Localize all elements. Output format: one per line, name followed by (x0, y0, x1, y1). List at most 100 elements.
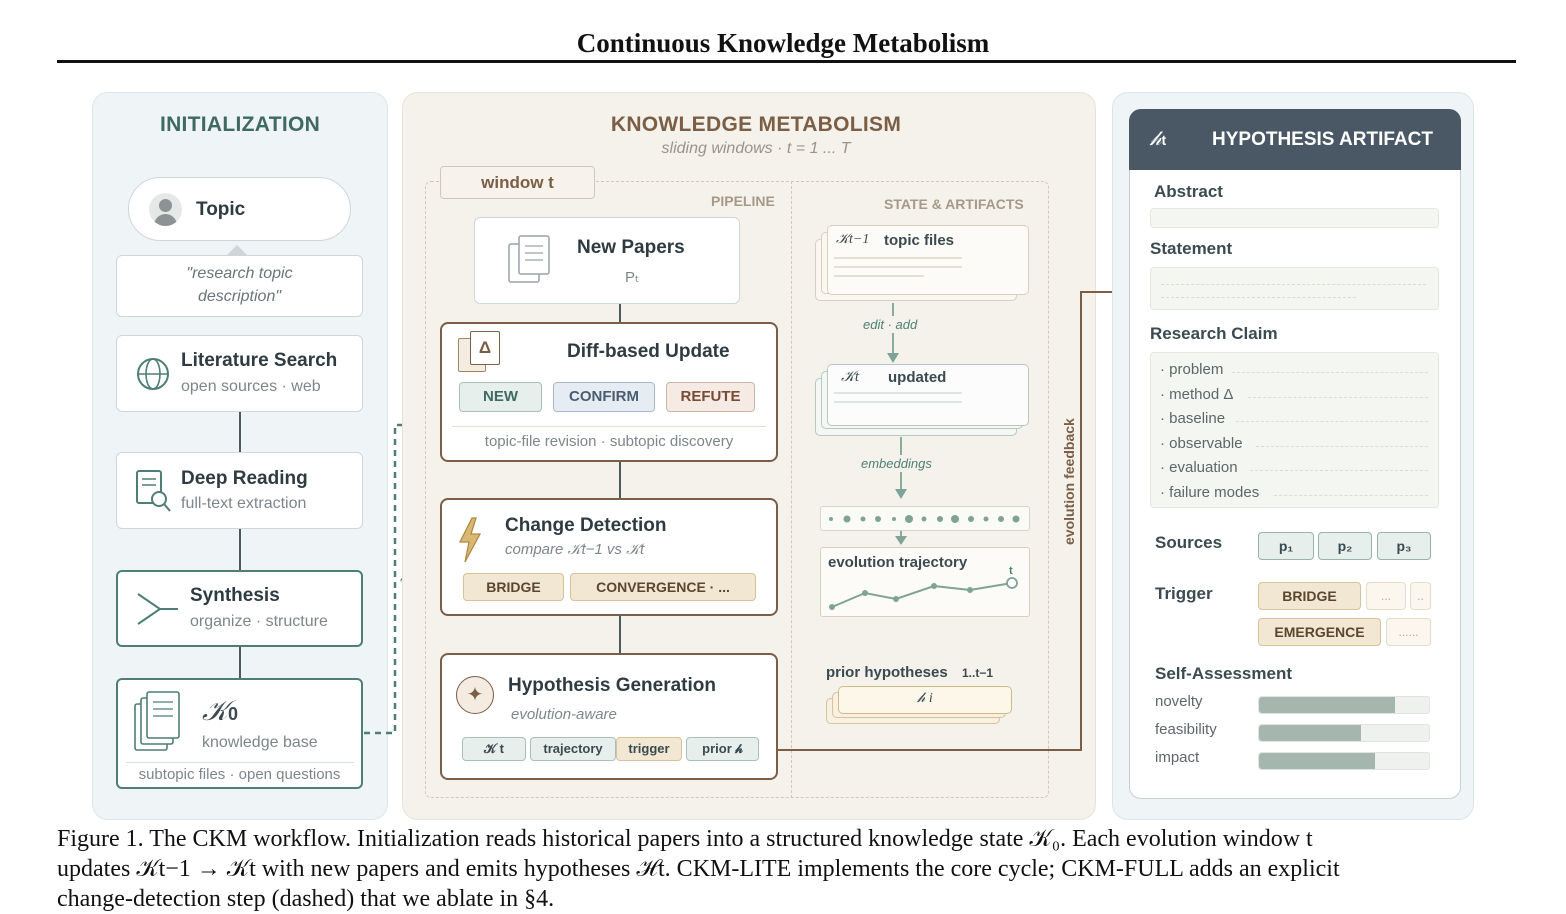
trigger-more-2: .. (1410, 582, 1431, 610)
topic-label: Topic (196, 199, 246, 220)
statement-placeholder (1150, 267, 1439, 310)
merge-icon (137, 593, 178, 625)
deep-reading-sub: full-text extraction (181, 495, 307, 512)
new-papers-sub: Pₜ (625, 269, 640, 286)
state-artifacts-label: STATE & ARTIFACTS (884, 196, 1024, 212)
claim-method: · method Δ (1160, 386, 1234, 403)
source-p2: p₂ (1318, 532, 1372, 560)
tag-new: NEW (459, 382, 542, 412)
trigger-label: Trigger (1155, 584, 1213, 603)
chip-prior: prior 𝒽 (686, 737, 759, 761)
literature-search-sub: open sources · web (181, 378, 321, 395)
claim-evaluation: · evaluation (1160, 459, 1238, 476)
chip-trigger: trigger (616, 737, 682, 761)
pipeline-label: PIPELINE (711, 193, 775, 209)
trigger-more-1: ... (1366, 582, 1406, 610)
text-line (834, 275, 924, 277)
diff-update-title: Diff-based Update (567, 341, 730, 362)
caption-line-3: change-detection step (dashed) that we a… (57, 886, 555, 912)
edit-add-label: edit · add (857, 316, 924, 333)
source-p1: p₁ (1258, 532, 1314, 560)
papers-icon (508, 235, 550, 283)
metric-feasibility-fill (1259, 725, 1361, 741)
text-line (834, 257, 962, 259)
hypothesis-generation-title: Hypothesis Generation (508, 675, 716, 696)
trigger-bridge: BRIDGE (1258, 582, 1361, 610)
updated-card (827, 364, 1029, 426)
topic-files-k: 𝒦t−1 (836, 232, 870, 247)
prior-range-label: 1..t−1 (962, 666, 994, 680)
knowledge-base-footer: subtopic files · open questions (138, 766, 341, 783)
metric-feasibility-label: feasibility (1155, 721, 1217, 738)
evolution-feedback-arrow (778, 286, 1129, 751)
speech-pointer (227, 245, 247, 255)
trajectory-card (820, 547, 1030, 617)
metric-feasibility-bar (1258, 724, 1430, 742)
claim-problem: · problem (1160, 361, 1224, 378)
stacked-files-icon (134, 691, 180, 751)
change-detection-sub: compare 𝒦t−1 vs 𝒦t (505, 541, 645, 558)
trajectory-t-label: t (1009, 565, 1013, 577)
claim-failure-modes: · failure modes (1160, 484, 1260, 501)
metric-novelty-bar (1258, 696, 1430, 714)
user-icon (149, 193, 182, 226)
self-assessment-label: Self-Assessment (1155, 664, 1293, 683)
connector (619, 304, 621, 322)
window-frame (425, 181, 1049, 798)
arrow-trajectory (895, 531, 907, 545)
claim-observable: · observable (1160, 435, 1243, 452)
artifact-title: HYPOTHESIS ARTIFACT (1212, 129, 1433, 150)
text-line (834, 392, 962, 394)
metric-novelty-label: novelty (1155, 693, 1203, 710)
topic-desc-1: "research topic (186, 265, 293, 282)
hypothesis-generation-sub: evolution-aware (511, 706, 617, 723)
caption-line-1: Figure 1. The CKM workflow. Initializati… (57, 826, 1313, 852)
leader (1274, 495, 1428, 496)
document-search-icon (136, 470, 171, 512)
leader (1256, 446, 1428, 447)
knowledge-base-label: knowledge base (202, 734, 318, 751)
trigger-more-3: ...... (1386, 618, 1431, 646)
tag-bridge: BRIDGE (463, 573, 564, 601)
lightning-icon (458, 517, 482, 563)
synthesis-sub: organize · structure (190, 613, 328, 630)
initialization-title: INITIALIZATION (159, 113, 321, 136)
figure-title: Continuous Knowledge Metabolism (576, 28, 990, 58)
change-detection-title: Change Detection (505, 515, 667, 536)
literature-search-title: Literature Search (181, 350, 338, 371)
synthesis-card (116, 570, 363, 647)
leader (1248, 397, 1428, 398)
metric-impact-bar (1258, 752, 1430, 770)
statement-label: Statement (1150, 239, 1233, 258)
prior-hi: 𝒽 i (917, 691, 933, 706)
sparkle-icon: ✦ (456, 676, 494, 714)
connector (619, 616, 621, 653)
delta-icon: Δ (470, 331, 500, 365)
window-label: window t (481, 173, 554, 192)
synthesis-title: Synthesis (190, 585, 280, 606)
artifact-header-k: 𝒽t (1150, 128, 1167, 150)
topic-files-card (827, 225, 1029, 295)
tag-convergence: CONVERGENCE · ... (570, 573, 756, 601)
text-line (834, 401, 962, 403)
research-claim-box (1150, 352, 1439, 508)
new-papers-title: New Papers (577, 237, 685, 258)
abstract-label: Abstract (1154, 182, 1223, 201)
trigger-emergence: EMERGENCE (1258, 618, 1381, 646)
text-line (834, 266, 962, 268)
evolution-feedback-label: evolution feedback (1061, 418, 1077, 545)
metabolism-subtitle: sliding windows · t = 1 ... T (661, 140, 851, 157)
trajectory-plot (829, 577, 1018, 610)
divider (126, 762, 354, 763)
feedback-label-anchor: evolution feedback (1061, 418, 1081, 695)
prior-card (838, 686, 1012, 714)
caption-line-2: updates 𝒦t−1 → 𝒦t with new papers and em… (57, 856, 1340, 882)
artifact-header (1129, 109, 1461, 170)
embedding-dots (829, 515, 1020, 523)
window-divider (791, 181, 792, 798)
tag-confirm: CONFIRM (553, 382, 655, 412)
research-claim-label: Research Claim (1150, 324, 1278, 343)
updated-k: 𝒦t (841, 369, 860, 385)
updated-label: updated (888, 369, 947, 386)
figure-caption: Figure 1. The CKM workflow. Initializati… (57, 824, 1527, 914)
